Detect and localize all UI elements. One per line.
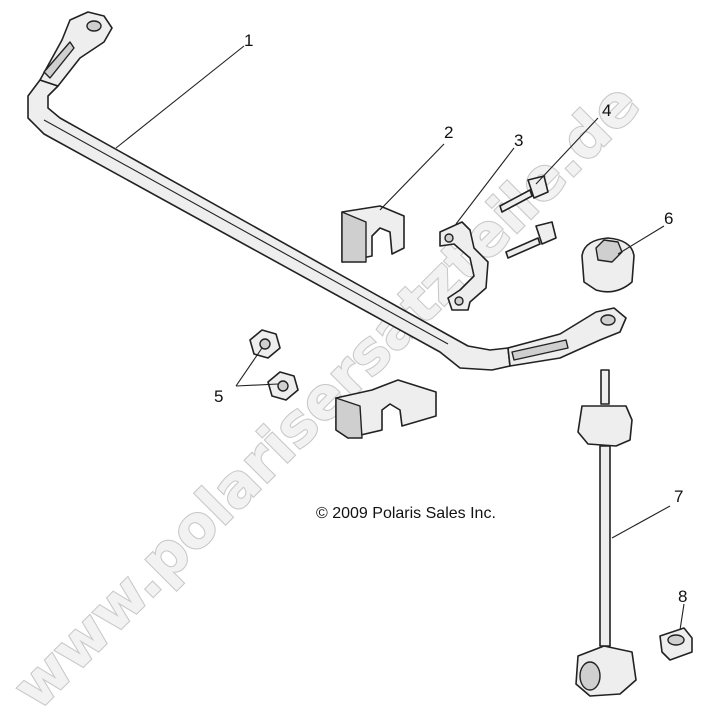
- bolts: [499, 175, 557, 259]
- nuts: [249, 329, 299, 401]
- bushing-upper: [341, 205, 405, 263]
- watermark: www.polarisersatzteile.de: [0, 70, 652, 722]
- end-link: [575, 369, 637, 697]
- bracket: [439, 221, 489, 311]
- callout-7: 7: [674, 487, 683, 506]
- callout-4: 4: [602, 101, 611, 120]
- bushing-lower: [335, 379, 437, 439]
- callout-2: 2: [444, 123, 453, 142]
- stabilizer-bar: [27, 11, 627, 371]
- callout-6: 6: [664, 209, 673, 228]
- copyright-notice: © 2009 Polaris Sales Inc.: [316, 505, 496, 522]
- callout-8: 8: [678, 587, 687, 606]
- spacer: [659, 627, 693, 661]
- callout-1: 1: [244, 31, 253, 50]
- callout-5: 5: [214, 387, 223, 406]
- callout-3: 3: [514, 131, 523, 150]
- leader-lines: [115, 45, 685, 631]
- rubber-bushing: [581, 237, 635, 293]
